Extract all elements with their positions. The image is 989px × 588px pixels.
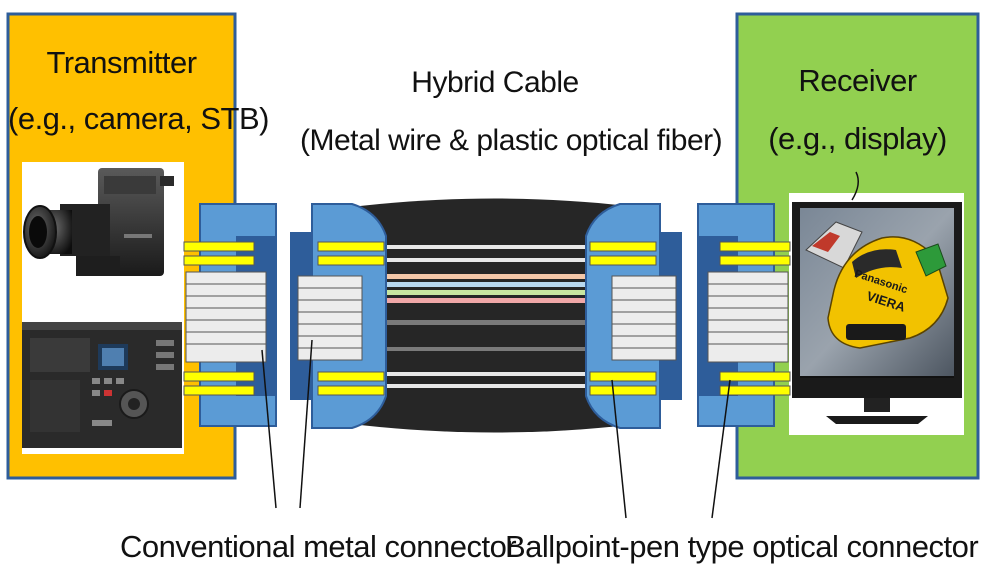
pointer-optical-right-2: [711, 379, 731, 519]
cable-title: Hybrid Cable: [411, 66, 579, 99]
transmitter-title: Transmitter: [46, 45, 197, 80]
optical-connector-label: Ballpoint-pen type optical connector: [505, 529, 979, 564]
metal-connector-label: Conventional metal connector: [120, 529, 517, 564]
optical-connector-left-plug: [290, 203, 387, 429]
metal-connector-left: [183, 203, 277, 427]
pointer-optical-right-1: [611, 379, 627, 519]
pointer-metal-left-1: [261, 349, 277, 509]
metal-connector-right: [697, 203, 791, 427]
cable-subtitle: (Metal wire & plastic optical fiber): [300, 124, 723, 157]
receiver-title: Receiver: [798, 63, 917, 98]
receiver-subtitle: (e.g., display): [768, 121, 947, 156]
transmitter-subtitle: (e.g., camera, STB): [8, 101, 269, 136]
video-camera-icon: [23, 168, 174, 276]
set-top-box-icon: [22, 322, 182, 448]
pointer-metal-left-2: [299, 339, 313, 509]
tv-display-icon: [792, 202, 962, 424]
pointer-receiver-display: [851, 171, 859, 201]
hybrid-cable: [360, 198, 628, 433]
optical-connector-right-plug: [585, 203, 682, 429]
pointer-lines: [261, 171, 859, 519]
